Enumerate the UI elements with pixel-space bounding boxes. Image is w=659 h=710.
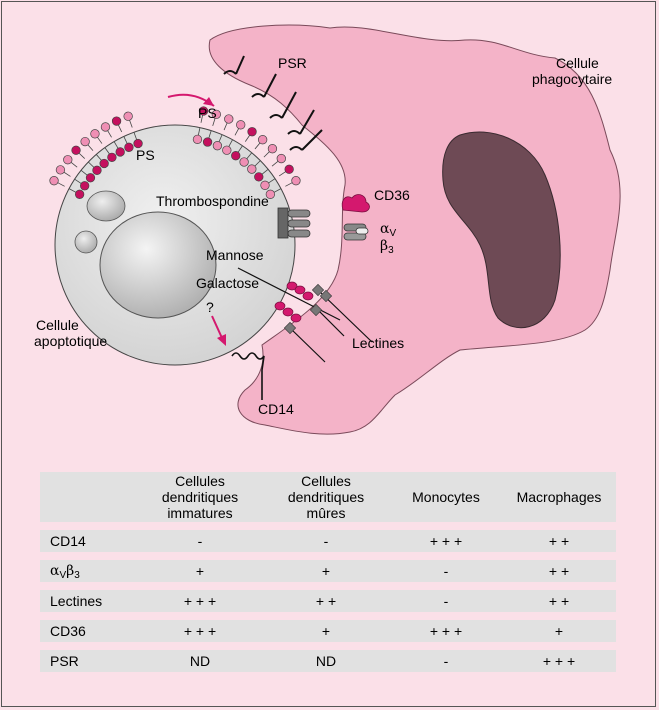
- lectin-receptors: [237, 267, 373, 363]
- flip-arrow-head: [203, 97, 214, 106]
- label-ps-left: PS: [136, 147, 155, 163]
- table-cell: + + +: [502, 650, 616, 672]
- vesicle-large: [86, 190, 126, 222]
- label-ps-top: PS: [198, 105, 217, 121]
- psr-receptors: [223, 55, 323, 151]
- thrombospondine-bridge: [277, 207, 311, 239]
- row-label: CD36: [40, 620, 138, 642]
- table-cell: -: [390, 560, 502, 582]
- phagocytic-cell: [208, 24, 621, 435]
- row-label: CD14: [40, 530, 138, 552]
- table-cell: + + +: [138, 590, 262, 612]
- vesicle-small: [74, 230, 98, 254]
- header-monocytes: Monocytes: [390, 472, 502, 522]
- label-lectines: Lectines: [352, 335, 404, 351]
- label-phagocyte-2: phagocytaire: [532, 71, 612, 87]
- header-empty: [40, 472, 138, 522]
- label-question: ?: [206, 299, 214, 315]
- table-row: CD14 - - + + + + +: [40, 530, 616, 552]
- ps-bilayer-right: [192, 106, 301, 199]
- table-cell: + +: [502, 560, 616, 582]
- table-row: PSR ND ND - + + +: [40, 650, 616, 672]
- table-cell: + +: [502, 590, 616, 612]
- label-mannose: Mannose: [206, 247, 264, 263]
- table-cell: + + +: [138, 620, 262, 642]
- label-galactose: Galactose: [196, 275, 259, 291]
- table-cell: +: [138, 560, 262, 582]
- phagocytosis-diagram: PSR PS PS Cellule phagocytaire Thrombosp…: [34, 24, 621, 435]
- table-cell: +: [262, 560, 390, 582]
- cd14-receptor: [231, 352, 265, 400]
- label-apoptotic-1: Cellule: [36, 317, 79, 333]
- table-cell: + +: [502, 530, 616, 552]
- table-cell: -: [138, 530, 262, 552]
- galactose-arrow-head: [217, 334, 226, 346]
- apoptotic-nucleus: [99, 211, 217, 319]
- row-label: PSR: [40, 650, 138, 672]
- table-cell: + + +: [390, 620, 502, 642]
- sugar-chains: [274, 281, 314, 323]
- header-macrophages: Macrophages: [502, 472, 616, 522]
- table-cell: ND: [262, 650, 390, 672]
- label-phagocyte-1: Cellule: [556, 55, 599, 71]
- label-apoptotic-2: apoptotique: [34, 333, 107, 349]
- label-cd36: CD36: [374, 187, 410, 203]
- row-label: Lectines: [40, 590, 138, 612]
- table-cell: +: [502, 620, 616, 642]
- table-cell: + +: [262, 590, 390, 612]
- lectin-heads: [283, 283, 333, 335]
- table-row: αVβ3 + + - + +: [40, 560, 616, 582]
- label-cd14: CD14: [258, 401, 294, 417]
- cd36-receptor: [341, 194, 370, 213]
- table-row: Lectines + + + + + - + +: [40, 590, 616, 612]
- table-cell: -: [390, 590, 502, 612]
- table-cell: +: [262, 620, 390, 642]
- ps-bilayer-left: [49, 111, 143, 199]
- table-cell: -: [390, 650, 502, 672]
- table-cell: + + +: [390, 530, 502, 552]
- label-beta: β3: [380, 238, 394, 256]
- row-label: αVβ3: [40, 560, 138, 582]
- label-thrombospondine: Thrombospondine: [156, 193, 269, 209]
- galactose-arrow: [211, 315, 223, 339]
- integrin-receptor: [343, 223, 369, 241]
- table-cell: -: [262, 530, 390, 552]
- label-psr: PSR: [278, 55, 307, 71]
- label-alpha: αV: [380, 221, 396, 239]
- table-row: CD36 + + + + + + + +: [40, 620, 616, 642]
- table-cell: ND: [138, 650, 262, 672]
- phagocyte-nucleus: [442, 131, 561, 329]
